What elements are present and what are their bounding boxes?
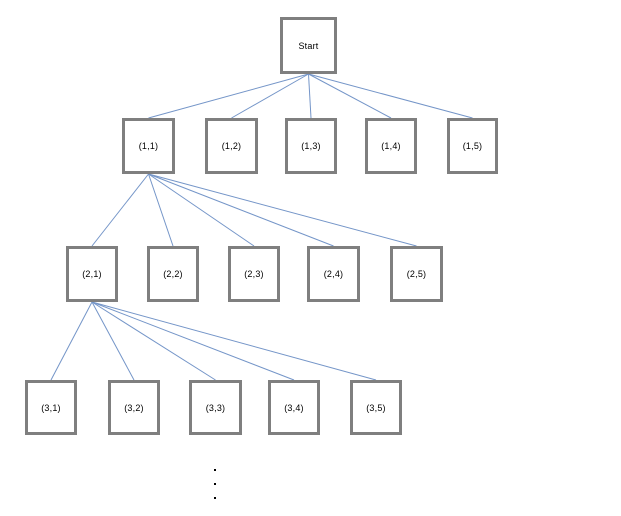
node-label: (2,4): [323, 269, 344, 279]
node-3-5[interactable]: (3,5): [350, 380, 402, 435]
node-label: Start: [298, 40, 319, 51]
node-label: (1,4): [381, 141, 401, 151]
edge-2-1-to-3-2: [91, 301, 135, 381]
node-3-3[interactable]: (3,3): [189, 380, 242, 435]
edge-start-to-1-2: [231, 73, 309, 119]
node-start[interactable]: Start: [280, 17, 337, 74]
node-label: (3,3): [205, 402, 226, 413]
node-label: (3,1): [41, 402, 61, 413]
node-label: (2,2): [163, 269, 183, 279]
node-label: (2,3): [244, 269, 264, 279]
node-2-2[interactable]: (2,2): [147, 246, 199, 302]
node-2-5[interactable]: (2,5): [390, 246, 443, 302]
node-1-5[interactable]: (1,5): [447, 118, 498, 174]
edge-start-to-1-1: [148, 73, 309, 119]
edge-2-1-to-3-5: [91, 301, 377, 381]
edge-2-1-to-3-4: [91, 301, 295, 381]
node-2-1[interactable]: (2,1): [66, 246, 118, 302]
node-label: (3,2): [124, 402, 144, 413]
edge-1-1-to-2-1: [91, 173, 149, 247]
node-1-4[interactable]: (1,4): [365, 118, 417, 174]
edge-1-1-to-2-4: [148, 173, 334, 247]
node-label: (3,4): [284, 402, 304, 413]
node-label: (1,2): [221, 141, 242, 151]
node-label: (1,1): [138, 141, 159, 151]
edge-2-1-to-3-1: [50, 301, 93, 381]
continuation-ellipsis-dot: [214, 483, 216, 485]
edge-1-1-to-2-2: [148, 173, 174, 247]
node-2-4[interactable]: (2,4): [307, 246, 360, 302]
node-label: (2,1): [82, 269, 102, 279]
edge-2-1-to-3-3: [91, 301, 216, 381]
edge-1-1-to-2-5: [148, 173, 417, 247]
node-3-1[interactable]: (3,1): [25, 380, 77, 435]
node-3-2[interactable]: (3,2): [108, 380, 160, 435]
node-1-1[interactable]: (1,1): [122, 118, 175, 174]
node-1-2[interactable]: (1,2): [205, 118, 258, 174]
node-label: (2,5): [406, 269, 427, 279]
continuation-ellipsis-dot: [214, 497, 216, 499]
edge-1-1-to-2-3: [148, 173, 255, 247]
node-1-3[interactable]: (1,3): [285, 118, 337, 174]
edge-start-to-1-5: [308, 73, 473, 119]
node-3-4[interactable]: (3,4): [268, 380, 320, 435]
node-2-3[interactable]: (2,3): [228, 246, 280, 302]
edge-start-to-1-4: [308, 73, 392, 119]
continuation-ellipsis-dot: [214, 469, 216, 471]
node-label: (1,5): [462, 141, 483, 151]
node-label: (3,5): [366, 402, 386, 413]
node-label: (1,3): [301, 141, 321, 151]
edge-start-to-1-3: [308, 73, 312, 119]
